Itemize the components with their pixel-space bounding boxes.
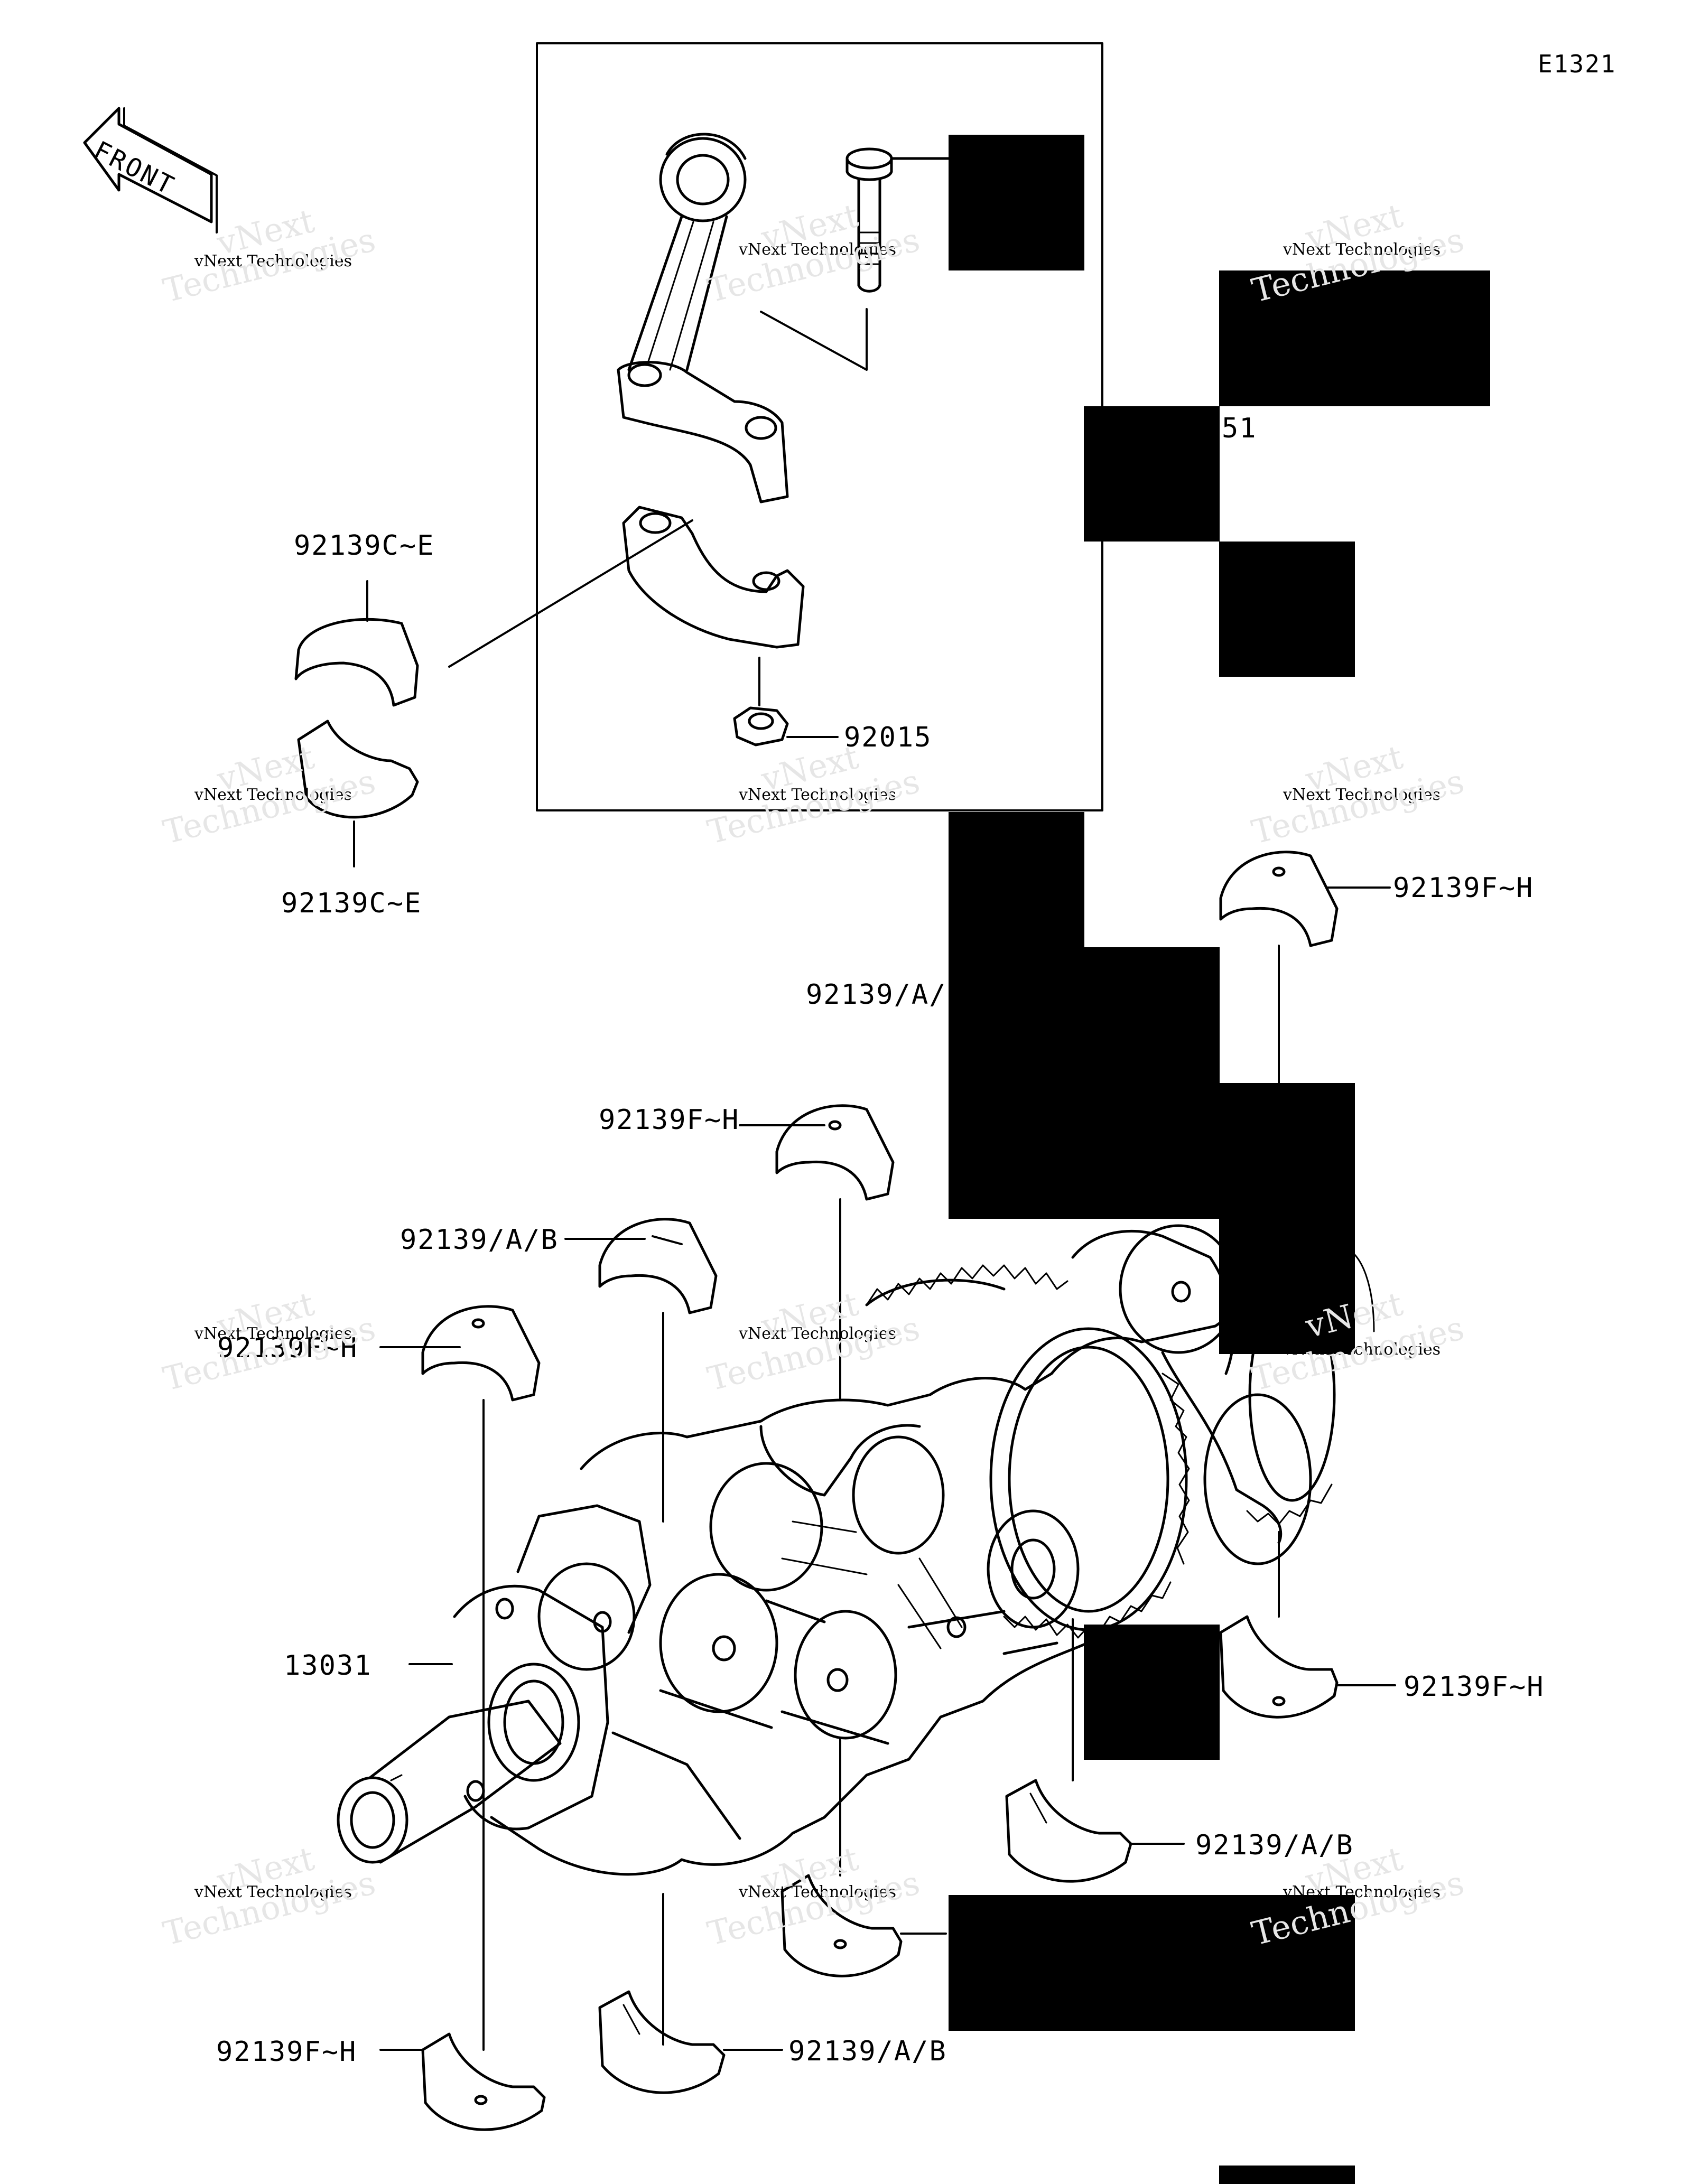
redaction-blocks <box>949 135 1490 2184</box>
front-arrow-icon <box>83 107 218 234</box>
watermark-text: vNext Technologies <box>739 786 897 804</box>
label-92139f-h-upper-mid: 92139F~H <box>599 1104 740 1136</box>
conrod-cap <box>622 506 805 649</box>
main-bearing-fh-upper-right <box>1219 851 1391 1084</box>
watermark-text: vNext Technologies <box>194 786 352 804</box>
watermark-text: vNext Technologies <box>194 252 352 270</box>
conrod-nut <box>733 657 839 746</box>
watermark-text: vNext Technologies <box>1283 786 1441 804</box>
label-92139-ab-lower-right: 92139/A/B <box>1195 1830 1354 1861</box>
main-bearing-fh-upper-mid <box>739 1104 895 1401</box>
watermark-text: vNext Technologies <box>194 1883 352 1901</box>
label-92139-ab-upper: 92139/A/B <box>400 1224 559 1256</box>
watermark-text: vNext Technologies <box>1283 1883 1441 1901</box>
watermark-text: vNext Technologies <box>739 240 897 259</box>
label-92139f-h-lower-left: 92139F~H <box>216 2036 357 2068</box>
label-92139-ab-lower-left: 92139/A/B <box>788 2036 947 2067</box>
watermark-text: vNext Technologies <box>1283 1340 1441 1359</box>
main-bearing-fh-lower-right <box>1219 1531 1396 1719</box>
conrod-bolt <box>846 147 950 293</box>
label-92139f-h-upper-right: 92139F~H <box>1393 872 1534 904</box>
label-92139c-e-lower: 92139C~E <box>281 888 422 919</box>
label-92015: 92015 <box>844 722 932 753</box>
main-bearing-ab-lower-left <box>598 1893 783 2094</box>
main-bearing-ab-upper <box>564 1218 718 1523</box>
watermark-text: vNext Technologies <box>739 1883 897 1901</box>
label-92139f-h-lower-right: 92139F~H <box>1404 1671 1545 1703</box>
label-51-partial: 51 <box>1222 413 1257 444</box>
conrod-bearing-upper <box>294 580 419 707</box>
label-92139c-e-upper: 92139C~E <box>294 530 435 562</box>
conrod-bearing-lower <box>297 720 419 867</box>
main-bearing-fh-upper-left <box>379 1305 541 2051</box>
watermark-text: vNext Technologies <box>194 1324 352 1343</box>
label-92139f-h-upper-left: 92139F~H <box>217 1332 358 1364</box>
main-bearing-lower-mid <box>781 1737 947 1977</box>
watermark-text: vNext Technologies <box>739 1324 897 1343</box>
watermark-text: vNext Technologies <box>1283 240 1441 259</box>
label-92139-a-partial: 92139/A/ <box>806 979 947 1011</box>
connecting-rod <box>617 133 789 503</box>
main-bearing-fh-lower-left <box>379 2032 546 2131</box>
main-bearing-ab-lower-right <box>1005 1618 1185 1883</box>
label-13031: 13031 <box>284 1650 372 1682</box>
diagram-code: E1321 <box>1538 50 1616 78</box>
